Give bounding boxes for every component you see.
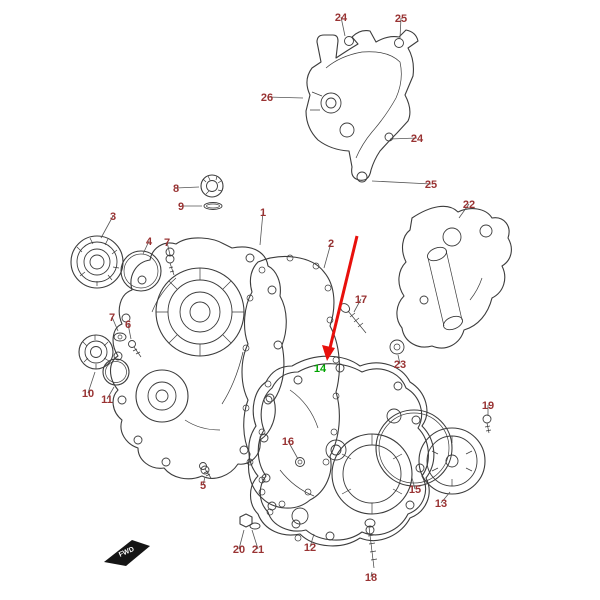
leader-line-6 [127, 323, 132, 340]
part-seal-lower [78, 334, 114, 370]
leader-line-3 [100, 215, 114, 239]
part-label-9[interactable]: 9 [178, 201, 184, 213]
leader-line-23 [397, 354, 401, 365]
leader-line-24 [389, 137, 418, 140]
leader-line-11 [106, 386, 115, 400]
part-filler-cap [200, 174, 224, 210]
leader-line-5 [202, 476, 206, 486]
part-bolt-7a [165, 254, 175, 276]
part-spacer-23 [389, 339, 405, 355]
part-plug-20-21 [239, 513, 261, 530]
leader-line-7 [111, 316, 119, 332]
part-gasket-2 [241, 254, 340, 509]
leader-line-25 [399, 17, 402, 39]
part-label-18[interactable]: 18 [365, 572, 377, 584]
part-round-cover-13 [418, 427, 486, 495]
part-label-19[interactable]: 19 [482, 400, 494, 412]
part-label-6[interactable]: 6 [125, 319, 131, 331]
fwd-arrow-icon [104, 540, 150, 566]
part-label-8[interactable]: 8 [173, 183, 179, 195]
part-clutch-cover [257, 363, 429, 541]
leader-line-20 [238, 529, 245, 550]
part-label-3[interactable]: 3 [110, 211, 116, 223]
part-oring-upper [120, 250, 162, 292]
part-label-15[interactable]: 15 [409, 484, 421, 496]
part-label-16[interactable]: 16 [282, 436, 294, 448]
pointer-arrow-head [322, 345, 335, 361]
leader-line-2 [323, 242, 332, 269]
part-bolt-18 [364, 518, 378, 569]
part-label-25[interactable]: 25 [425, 179, 437, 191]
part-label-14[interactable]: 14 [314, 363, 327, 375]
part-label-1[interactable]: 1 [260, 207, 266, 219]
pointer-arrow [322, 235, 359, 361]
part-oring-15 [375, 409, 453, 487]
part-label-22[interactable]: 22 [463, 199, 475, 211]
leader-line-17 [353, 298, 362, 313]
leader-line-10 [87, 371, 96, 394]
part-bracket [396, 205, 512, 349]
part-gasket-14 [248, 355, 435, 547]
part-label-7[interactable]: 7 [164, 237, 170, 249]
leader-line-22 [458, 203, 470, 219]
leader-line-15 [411, 477, 416, 490]
part-seal-upper [70, 235, 124, 289]
leader-line-7 [166, 241, 171, 256]
part-label-17[interactable]: 17 [355, 294, 367, 306]
part-label-25[interactable]: 25 [395, 13, 407, 25]
leader-line-13 [440, 491, 451, 504]
leader-line-4 [142, 240, 150, 255]
leader-line-24 [340, 16, 346, 37]
part-label-13[interactable]: 13 [435, 498, 447, 510]
leader-line-1 [259, 211, 264, 246]
part-label-24[interactable]: 24 [411, 133, 424, 145]
leader-line-18 [370, 571, 373, 578]
part-label-4[interactable]: 4 [146, 236, 153, 248]
part-label-2[interactable]: 2 [328, 238, 334, 250]
part-bolt-17 [339, 303, 367, 334]
part-crankcase-cover [109, 237, 287, 480]
part-label-21[interactable]: 21 [252, 544, 264, 556]
leader-line-21 [251, 529, 259, 550]
fwd-marker: FWD [104, 540, 150, 566]
leader-line-8 [175, 186, 200, 189]
part-bolt-6-7 [113, 332, 142, 358]
leader-line-26 [266, 96, 304, 99]
part-top-cover [305, 29, 419, 183]
part-label-7[interactable]: 7 [109, 312, 115, 324]
part-oring-lower [102, 358, 130, 386]
part-dowel-16 [295, 457, 305, 467]
part-bolt-19 [482, 414, 492, 434]
part-label-11[interactable]: 11 [101, 394, 113, 406]
leader-line-16 [287, 440, 299, 460]
leader-line-12 [309, 533, 315, 548]
part-label-12[interactable]: 12 [304, 542, 316, 554]
part-label-24[interactable]: 24 [335, 12, 348, 24]
part-label-10[interactable]: 10 [82, 388, 94, 400]
leader-line-25 [371, 180, 432, 185]
part-label-20[interactable]: 20 [233, 544, 245, 556]
part-label-26[interactable]: 26 [261, 92, 273, 104]
pointer-arrow-shaft [328, 235, 359, 349]
part-label-5[interactable]: 5 [200, 480, 206, 492]
part-label-23[interactable]: 23 [394, 359, 406, 371]
